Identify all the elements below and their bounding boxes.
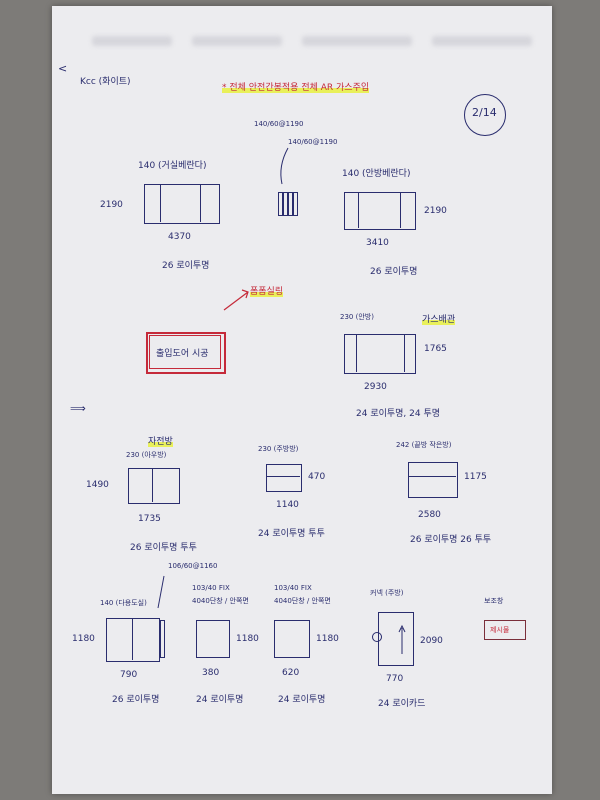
w6-title: 230 (주방방) bbox=[258, 445, 299, 453]
header-title: * 전체 안전간봉적용 전체 AR 가스주입 bbox=[222, 80, 370, 93]
w7-width: 2580 bbox=[418, 510, 441, 520]
w3-mullion bbox=[400, 192, 401, 228]
w3-spec: 26 로이투명 bbox=[370, 267, 418, 277]
red-box-inner bbox=[149, 335, 221, 369]
w11-spec: 24 로이카드 bbox=[378, 699, 426, 709]
w1-height: 2190 bbox=[100, 200, 123, 210]
w3-frame bbox=[344, 192, 416, 230]
w10-spec: 24 로이투명 bbox=[278, 695, 326, 705]
w3-width: 3410 bbox=[366, 238, 389, 248]
page-number: 2/14 bbox=[472, 106, 497, 119]
w8-width: 790 bbox=[120, 670, 138, 680]
w5-height: 1490 bbox=[86, 480, 109, 490]
w11-title: 커넥 (주방) bbox=[370, 589, 404, 597]
red-arrow bbox=[223, 289, 249, 311]
w9-subtitle: 4040단창 / 안쪽면 bbox=[192, 597, 249, 605]
w10-height: 1180 bbox=[316, 634, 339, 644]
w1-spec: 26 로이투명 bbox=[162, 261, 210, 271]
w8-mullion bbox=[132, 618, 133, 660]
page-circle bbox=[464, 94, 506, 136]
w1-width: 4370 bbox=[168, 232, 191, 242]
w6-width: 1140 bbox=[276, 500, 299, 510]
red-note: 폼폼실링 bbox=[250, 284, 284, 297]
w10-title: 103/40 FIX bbox=[274, 584, 312, 592]
w5-title: 230 (아우방) bbox=[126, 451, 167, 459]
w3-mullion bbox=[358, 192, 359, 228]
w4-title: 230 (안방) bbox=[340, 313, 374, 321]
w5-frame bbox=[128, 468, 180, 504]
w5-mullion bbox=[152, 468, 153, 502]
w8-spec: 26 로이투명 bbox=[112, 695, 160, 705]
mullion-note-a: 140/60@1190 bbox=[254, 120, 304, 128]
w10-subtitle: 4040단창 / 안쪽면 bbox=[274, 597, 331, 605]
w7-height: 1175 bbox=[464, 472, 487, 482]
back-chevron-icon[interactable]: < bbox=[58, 62, 68, 75]
bar bbox=[288, 192, 293, 216]
w5-width: 1735 bbox=[138, 514, 161, 524]
w12-frame bbox=[484, 620, 526, 640]
w7-title: 242 (끝방 작은방) bbox=[396, 441, 452, 449]
header-left-text: Kcc (화이트) bbox=[80, 77, 131, 87]
paper-sheet: < Kcc (화이트) * 전체 안전간봉적용 전체 AR 가스주입 2/14 … bbox=[52, 6, 552, 794]
w9-height: 1180 bbox=[236, 634, 259, 644]
w1-mullion bbox=[200, 184, 201, 222]
w9-frame bbox=[196, 620, 230, 658]
w1-frame bbox=[144, 184, 220, 224]
w3-height: 2190 bbox=[424, 206, 447, 216]
w3-title: 140 (안방베란다) bbox=[342, 169, 411, 179]
bar bbox=[278, 192, 283, 216]
mullion-note-b: 140/60@1190 bbox=[288, 138, 338, 146]
w1-mullion bbox=[160, 184, 161, 222]
redacted-area bbox=[432, 36, 532, 46]
w11-swing bbox=[398, 624, 406, 654]
w5-label: 자전방 bbox=[148, 434, 173, 447]
w7-frame bbox=[408, 462, 458, 498]
w4-mullion bbox=[356, 334, 357, 372]
w10-frame bbox=[274, 620, 310, 658]
w4-spec: 24 로이투명, 24 투명 bbox=[356, 409, 441, 419]
w8-height: 1180 bbox=[72, 634, 95, 644]
w1-title: 140 (거실베란다) bbox=[138, 161, 207, 171]
w9-title: 103/40 FIX bbox=[192, 584, 230, 592]
w12-title: 보조창 bbox=[484, 597, 504, 605]
section-arrow-icon: ⟹ bbox=[70, 402, 86, 415]
w4-mullion bbox=[404, 334, 405, 372]
pointer-line bbox=[280, 147, 289, 185]
w9-spec: 24 로이투명 bbox=[196, 695, 244, 705]
bar bbox=[283, 192, 288, 216]
w11-handle-icon bbox=[372, 632, 382, 642]
mullion-note-c: 106/60@1160 bbox=[168, 562, 218, 570]
w10-width: 620 bbox=[282, 668, 300, 678]
w11-height: 2090 bbox=[420, 636, 443, 646]
w8-side-bar bbox=[160, 620, 165, 658]
red-box bbox=[146, 332, 226, 374]
redacted-area bbox=[192, 36, 282, 46]
w7-transom bbox=[408, 476, 456, 477]
w6-transom bbox=[266, 476, 300, 477]
w6-height: 470 bbox=[308, 472, 326, 482]
w8-title: 140 (다용도실) bbox=[100, 599, 147, 607]
bar bbox=[293, 192, 298, 216]
redacted-area bbox=[92, 36, 172, 46]
pointer-line bbox=[157, 575, 165, 609]
redacted-area bbox=[302, 36, 412, 46]
w6-spec: 24 로이투명 투투 bbox=[258, 529, 325, 539]
w12-button-label: 제시물 bbox=[490, 626, 510, 634]
w8-frame bbox=[106, 618, 160, 662]
w6-frame bbox=[266, 464, 302, 492]
w11-width: 770 bbox=[386, 674, 404, 684]
w7-spec: 26 로이투명 26 투투 bbox=[410, 535, 492, 545]
w4-label: 가스배관 bbox=[422, 312, 456, 325]
w4-frame bbox=[344, 334, 416, 374]
w4-height: 1765 bbox=[424, 344, 447, 354]
w5-spec: 26 로이투명 투투 bbox=[130, 543, 197, 553]
w9-width: 380 bbox=[202, 668, 220, 678]
red-box-label: 출입도어 시공 bbox=[156, 349, 209, 359]
w4-width: 2930 bbox=[364, 382, 387, 392]
